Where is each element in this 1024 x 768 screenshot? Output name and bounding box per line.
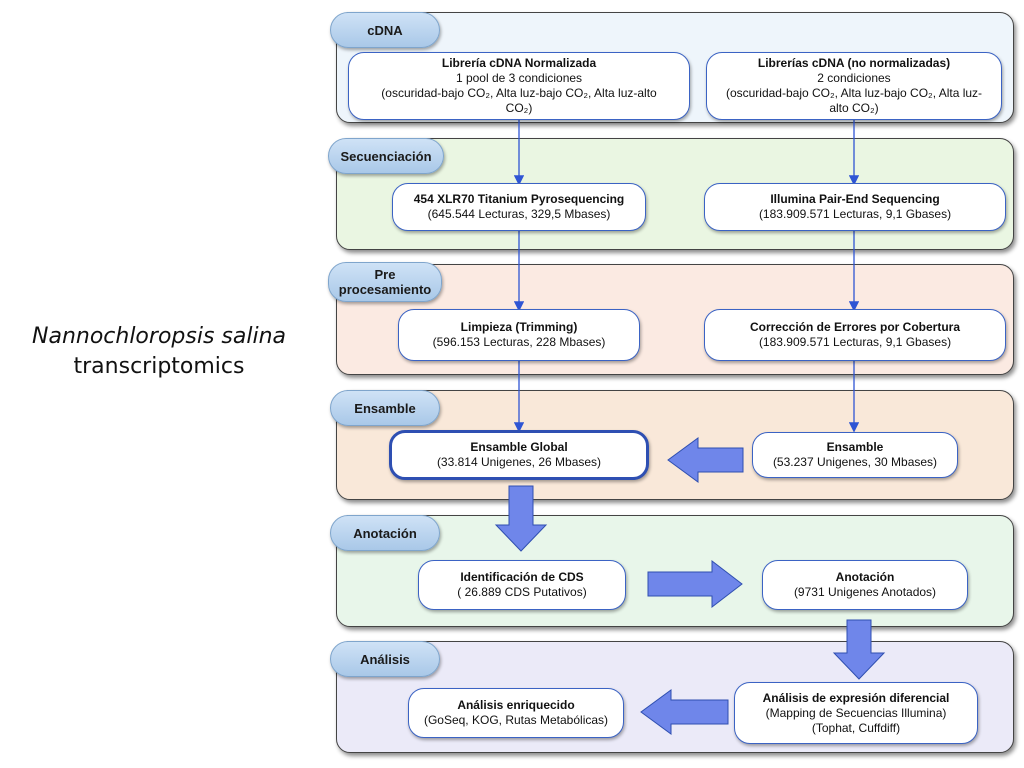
box-ensamble-global-stats: (33.814 Unigenes, 26 Mbases) — [436, 455, 602, 469]
box-librerias-no-normalizadas-line2: (oscuridad-bajo CO₂, Alta luz-bajo CO₂, … — [725, 86, 983, 100]
stage-label-cdna: cDNA — [330, 12, 440, 48]
box-illumina-sequencing: Illumina Pair-End Sequencing (183.909.57… — [704, 183, 1006, 231]
stage-label-anotacion-text: Anotación — [353, 525, 417, 541]
box-ensamble-title: Ensamble — [826, 440, 884, 454]
box-ensamble: Ensamble (53.237 Unigenes, 30 Mbases) — [752, 432, 958, 478]
box-anotacion: Anotación (9731 Unigenes Anotados) — [762, 560, 968, 610]
stage-label-anotacion: Anotación — [330, 515, 440, 551]
side-title-species: Nannochloropsis salina — [32, 324, 286, 349]
diagram-side-title: Nannochloropsis salina transcriptomics — [20, 322, 298, 382]
stage-label-analisis-text: Análisis — [360, 651, 410, 667]
stage-label-analisis: Análisis — [330, 641, 440, 677]
box-enriquecido-title: Análisis enriquecido — [457, 698, 575, 712]
box-identificacion-cds: Identificación de CDS ( 26.889 CDS Putat… — [418, 560, 626, 610]
box-correccion-stats: (183.909.571 Lecturas, 9,1 Gbases) — [758, 335, 952, 349]
box-analisis-enriquecido: Análisis enriquecido (GoSeq, KOG, Rutas … — [408, 688, 624, 738]
stage-label-preprocesamiento: Pre procesamiento — [328, 262, 442, 302]
stage-label-secuenciacion-text: Secuenciación — [340, 148, 432, 164]
big-arrow-left-ensamble — [667, 437, 744, 483]
box-anotacion-title: Anotación — [835, 570, 895, 584]
box-cds-title: Identificación de CDS — [460, 570, 584, 584]
box-librerias-no-normalizadas-title: Librerías cDNA (no normalizadas) — [757, 56, 951, 70]
box-libreria-normalizada: Librería cDNA Normalizada 1 pool de 3 co… — [348, 52, 690, 120]
box-454-pyrosequencing: 454 XLR70 Titanium Pyrosequencing (645.5… — [392, 183, 646, 231]
box-illumina-stats: (183.909.571 Lecturas, 9,1 Gbases) — [758, 207, 952, 221]
big-arrow-right-cds — [647, 559, 743, 609]
box-enriquecido-tools: (GoSeq, KOG, Rutas Metabólicas) — [423, 713, 609, 727]
side-title-subject: transcriptomics — [73, 354, 245, 379]
box-libreria-normalizada-title: Librería cDNA Normalizada — [441, 56, 597, 70]
stage-label-ensamble: Ensamble — [330, 390, 440, 426]
box-libreria-normalizada-line3: CO₂) — [505, 101, 533, 115]
box-limpieza-trimming: Limpieza (Trimming) (596.153 Lecturas, 2… — [398, 309, 640, 361]
big-arrow-down-anotacion — [832, 619, 886, 680]
box-expresion-diferencial: Análisis de expresión diferencial (Mappi… — [734, 682, 978, 744]
box-cds-stats: ( 26.889 CDS Putativos) — [457, 585, 587, 599]
box-illumina-title: Illumina Pair-End Sequencing — [770, 192, 940, 206]
box-limpieza-title: Limpieza (Trimming) — [460, 320, 578, 334]
box-librerias-no-normalizadas: Librerías cDNA (no normalizadas) 2 condi… — [706, 52, 1002, 120]
box-454-stats: (645.544 Lecturas, 329,5 Mbases) — [427, 207, 611, 221]
box-librerias-no-normalizadas-line1: 2 condiciones — [817, 71, 891, 85]
stage-label-ensamble-text: Ensamble — [354, 400, 416, 416]
stage-label-cdna-text: cDNA — [367, 22, 403, 38]
box-ensamble-stats: (53.237 Unigenes, 30 Mbases) — [772, 455, 938, 469]
stage-label-pre-line1: Pre — [374, 267, 396, 282]
box-libreria-normalizada-line2: (oscuridad-bajo CO₂, Alta luz-bajo CO₂, … — [381, 86, 657, 100]
box-anotacion-stats: (9731 Unigenes Anotados) — [793, 585, 937, 599]
box-libreria-normalizada-line1: 1 pool de 3 condiciones — [455, 71, 583, 85]
box-ensamble-global-title: Ensamble Global — [470, 440, 568, 454]
box-454-title: 454 XLR70 Titanium Pyrosequencing — [413, 192, 625, 206]
big-arrow-left-expresion — [640, 689, 729, 735]
box-librerias-no-normalizadas-line3: alto CO₂) — [829, 101, 879, 115]
box-expresion-title: Análisis de expresión diferencial — [762, 690, 950, 705]
box-correccion-errores: Corrección de Errores por Cobertura (183… — [704, 309, 1006, 361]
box-expresion-line1: (Mapping de Secuencias Illumina) — [765, 705, 947, 720]
box-ensamble-global: Ensamble Global (33.814 Unigenes, 26 Mba… — [389, 430, 649, 480]
big-arrow-down-global — [494, 485, 548, 552]
box-correccion-title: Corrección de Errores por Cobertura — [749, 320, 961, 334]
stage-label-pre-line2: procesamiento — [338, 282, 432, 297]
stage-label-secuenciacion: Secuenciación — [328, 138, 444, 174]
box-limpieza-stats: (596.153 Lecturas, 228 Mbases) — [432, 335, 606, 349]
box-expresion-line2: (Tophat, Cuffdiff) — [811, 720, 901, 735]
